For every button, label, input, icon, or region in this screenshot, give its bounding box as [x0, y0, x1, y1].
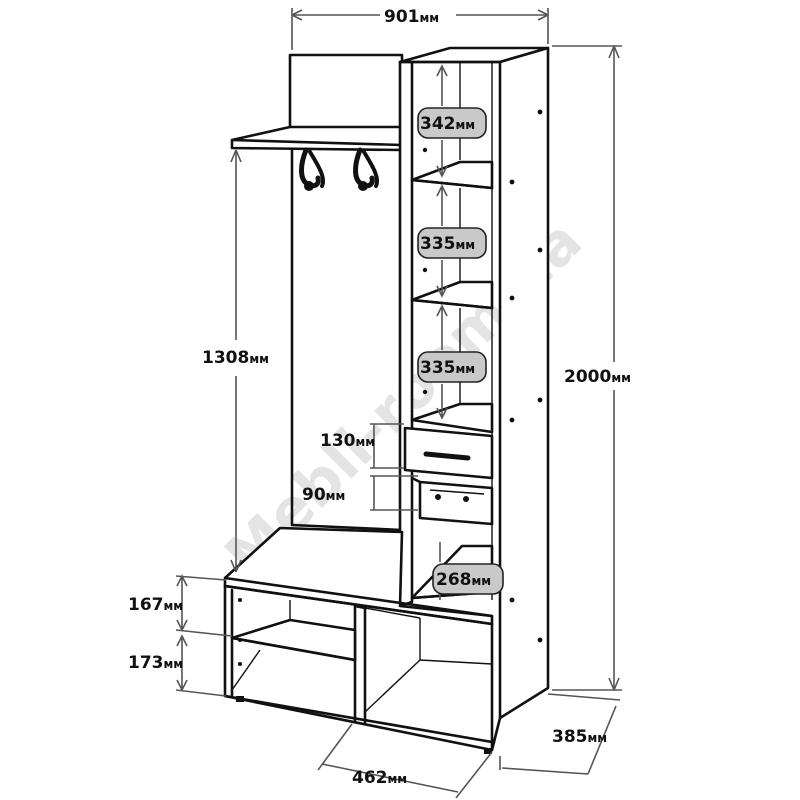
- coat-hook-icon: [353, 147, 379, 191]
- dim-label: 167мм: [128, 595, 183, 615]
- dim-label: 130мм: [320, 431, 375, 451]
- dim-label: 342мм: [420, 114, 475, 134]
- drawer-upper[interactable]: [403, 426, 494, 480]
- dimension-total-height: 2000мм: [552, 45, 631, 691]
- dim-label: 173мм: [128, 653, 183, 673]
- dimension-total-width: 901мм: [291, 7, 549, 50]
- dim-label: 90мм: [302, 485, 345, 505]
- hat-shelf: [230, 125, 404, 152]
- dim-label: 901мм: [384, 7, 439, 27]
- dim-label: 2000мм: [564, 367, 631, 387]
- dimension-bench-lower-shelf: 173мм: [128, 634, 227, 697]
- dimension-shelf-3: 335мм: [417, 304, 487, 420]
- dim-label: 268мм: [436, 570, 491, 590]
- dimension-drawer-upper: 130мм: [320, 423, 404, 469]
- dim-label: 462мм: [352, 768, 407, 788]
- dimension-bench-width: 462мм: [317, 723, 493, 799]
- dim-label: 335мм: [420, 234, 475, 254]
- dim-label: 1308мм: [202, 348, 269, 368]
- tall-cabinet: [398, 46, 550, 720]
- dimension-depth: 385мм: [499, 693, 621, 775]
- dimension-drawer-lower: 90мм: [302, 475, 418, 511]
- dim-label: 335мм: [420, 358, 475, 378]
- dimension-shelf-1: 342мм: [417, 64, 487, 178]
- dimension-coat-area-height: 1308мм: [202, 149, 269, 573]
- coat-hook-icon: [299, 147, 325, 191]
- drawer-lower[interactable]: [410, 476, 494, 526]
- dimension-shelf-2: 335мм: [417, 184, 487, 298]
- dimension-bench-upper-shelf: 167мм: [128, 574, 233, 637]
- bench: [223, 526, 502, 754]
- dimension-bottom-niche: 268мм: [432, 542, 504, 600]
- dim-label: 385мм: [552, 727, 607, 747]
